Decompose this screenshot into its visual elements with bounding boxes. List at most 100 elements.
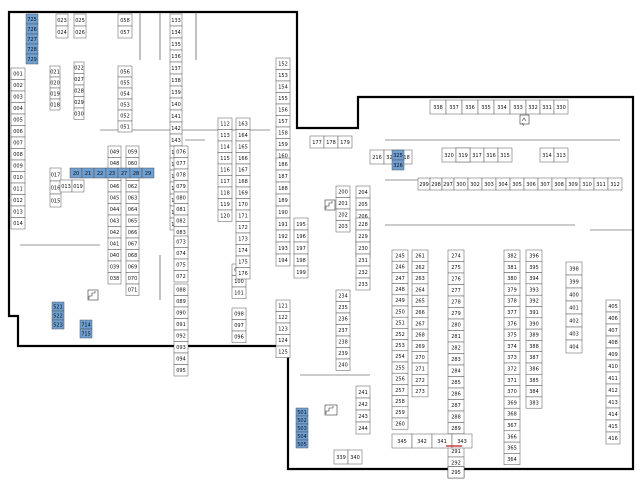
stall-number: 283: [451, 357, 461, 363]
stall-number: 046: [110, 184, 120, 190]
parking-stall: 039: [107, 260, 122, 273]
parking-stall: 156: [275, 103, 291, 116]
parking-stall: 336: [461, 99, 479, 115]
stall-number: 159: [278, 142, 288, 148]
parking-stall: 281: [447, 330, 465, 343]
stall-number: 167: [238, 168, 248, 174]
stall-number: 115: [220, 156, 230, 162]
parking-stall: 115: [217, 152, 233, 165]
parking-stall: 004: [10, 102, 26, 115]
stall-number: 367: [507, 423, 517, 429]
parking-stall: 315: [497, 147, 513, 163]
parking-stall: 270: [411, 351, 429, 364]
parking-stall: 003: [10, 90, 26, 103]
stall-number: 019: [50, 91, 60, 97]
parking-stall: 197: [293, 241, 309, 255]
parking-stall: 139: [169, 85, 183, 99]
stall-number: 279: [451, 311, 461, 317]
stall-number: 331: [542, 105, 552, 111]
parking-stall: 401: [565, 300, 583, 315]
stall-number: 171: [238, 214, 248, 220]
stall-number: 271: [415, 366, 425, 372]
parking-stall: 297: [441, 177, 455, 191]
stall-number: 289: [451, 426, 461, 432]
stall-number: 124: [278, 338, 288, 344]
accessible-stall: 523: [51, 319, 65, 330]
parking-stall: 407: [605, 323, 621, 337]
parking-stall: 059: [125, 145, 140, 158]
parking-stall: 416: [605, 431, 621, 445]
stall-number: 158: [278, 131, 288, 137]
stall-number: 170: [238, 202, 248, 208]
parking-stall: 398: [565, 261, 583, 276]
parking-stall: 333: [509, 99, 527, 115]
stall-number: 192: [278, 234, 288, 240]
stall-number: 206: [358, 214, 368, 220]
parking-stall: 176: [235, 267, 251, 280]
stall-number: 090: [176, 311, 186, 317]
stall-number: 308: [554, 182, 564, 188]
parking-stall: 015: [49, 193, 62, 208]
stall-number: 288: [451, 415, 461, 421]
accessible-stall: 729: [25, 53, 39, 65]
stall-box: [173, 364, 189, 377]
parking-stall: 402: [565, 313, 583, 328]
parking-stall: 045: [107, 191, 122, 204]
parking-stall: 053: [117, 98, 133, 111]
parking-stall: 271: [411, 362, 429, 375]
parking-stall: 067: [125, 237, 140, 250]
parking-stall: 098: [231, 307, 247, 320]
stall-number: 205: [358, 202, 368, 208]
parking-stall: 282: [447, 341, 465, 354]
stall-number: 235: [338, 305, 348, 311]
stall-number: 245: [395, 253, 405, 259]
stall-number: 505: [297, 442, 307, 448]
stall-box: [117, 120, 133, 133]
stall-number: 714: [81, 322, 91, 328]
stall-number: 070: [128, 276, 138, 282]
parking-stall: 027: [73, 73, 85, 86]
parking-stall: 155: [275, 92, 291, 105]
parking-stall: 009: [10, 159, 26, 172]
stall-number: 007: [13, 141, 23, 147]
stall-number: 143: [171, 138, 181, 144]
stall-number: 726: [27, 27, 37, 33]
parking-stall: 112: [217, 117, 233, 130]
parking-stall: 304: [495, 177, 511, 191]
parking-stall: 371: [503, 374, 521, 386]
parking-stall: 285: [447, 376, 465, 389]
parking-stall: 319: [455, 147, 471, 163]
stall-number: 029: [74, 100, 84, 106]
stall-box: [503, 453, 521, 465]
parking-stall: 041: [107, 237, 122, 250]
stall-number: 260: [395, 421, 405, 427]
parking-stall: 093: [173, 341, 189, 354]
parking-stall: 057: [117, 25, 133, 39]
parking-stall: 159: [275, 138, 291, 151]
parking-stall: 393: [525, 283, 543, 296]
parking-stall: 005: [10, 113, 26, 126]
stall-number: 155: [278, 96, 288, 102]
stall-number: 502: [297, 418, 307, 424]
stall-number: 045: [110, 196, 120, 202]
parking-stall: 088: [173, 283, 189, 296]
stall-number: 394: [529, 276, 539, 282]
stall-number: 013: [13, 210, 23, 216]
stall-number: 026: [75, 30, 85, 36]
stall-number: 20: [73, 171, 79, 177]
stall-number: 089: [176, 299, 186, 305]
parking-stall: 334: [493, 99, 511, 115]
stall-number: 197: [296, 246, 306, 252]
stall-number: 256: [395, 377, 405, 383]
parking-stall: 158: [275, 126, 291, 139]
stall-number: 020: [50, 80, 60, 86]
stall-box: [235, 267, 251, 280]
parking-stall: 082: [173, 214, 189, 227]
stall-number: 010: [13, 175, 23, 181]
parking-stall: 295: [447, 466, 465, 479]
parking-stall: 133: [169, 13, 183, 27]
stall-number: 134: [171, 30, 181, 36]
stall-box: [497, 147, 513, 163]
stall-number: 297: [443, 182, 453, 188]
parking-stall: 287: [447, 399, 465, 412]
